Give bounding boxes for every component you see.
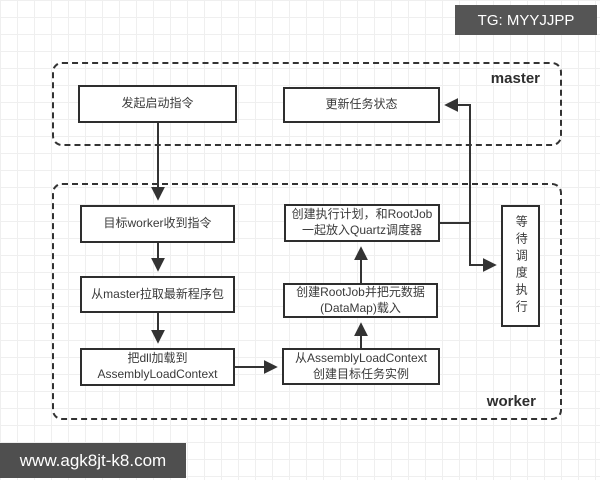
node-update-status-label: 更新任务状态 — [325, 97, 398, 112]
node-worker-receive-label: 目标worker收到指令 — [103, 216, 212, 231]
master-group-label: master — [490, 70, 540, 87]
node-worker-receive: 目标worker收到指令 — [80, 205, 235, 243]
node-create-instance-line2: 创建目标任务实例 — [312, 366, 409, 381]
node-create-rootjob: 创建RootJob并把元数据 (DataMap)载入 — [283, 283, 438, 318]
watermark-text: www.agk8jt-k8.com — [19, 450, 167, 470]
node-load-dll-line1: 把dll加载到 — [127, 351, 188, 366]
watermark-badge: www.agk8jt-k8.com — [0, 443, 186, 478]
node-create-plan: 创建执行计划，和RootJob 一起放入Quartz调度器 — [284, 204, 440, 242]
node-create-instance: 从AssemblyLoadContext 创建目标任务实例 — [282, 348, 440, 385]
node-wait-schedule: 等待调度执行 — [501, 205, 540, 327]
worker-group: worker — [52, 183, 562, 420]
node-start-command: 发起启动指令 — [78, 85, 237, 123]
worker-group-label: worker — [486, 393, 536, 410]
node-wait-schedule-label: 等待调度执行 — [514, 215, 529, 317]
node-create-rootjob-line1: 创建RootJob并把元数据 — [296, 284, 425, 299]
node-create-plan-line1: 创建执行计划，和RootJob — [291, 207, 433, 222]
node-load-dll-line2: AssemblyLoadContext — [97, 367, 218, 381]
node-create-plan-line2: 一起放入Quartz调度器 — [301, 223, 422, 237]
tg-badge: TG: MYYJJPP — [455, 5, 597, 35]
node-pull-package: 从master拉取最新程序包 — [80, 276, 235, 313]
node-create-rootjob-line2: (DataMap)载入 — [320, 300, 401, 315]
node-start-command-label: 发起启动指令 — [121, 96, 194, 111]
master-group: master — [52, 62, 562, 146]
node-create-instance-line1: 从AssemblyLoadContext — [294, 350, 428, 365]
node-pull-package-label: 从master拉取最新程序包 — [91, 286, 224, 301]
node-load-dll: 把dll加载到 AssemblyLoadContext — [80, 348, 235, 386]
node-update-status: 更新任务状态 — [283, 87, 440, 123]
tg-badge-text: TG: MYYJJPP — [477, 11, 575, 29]
